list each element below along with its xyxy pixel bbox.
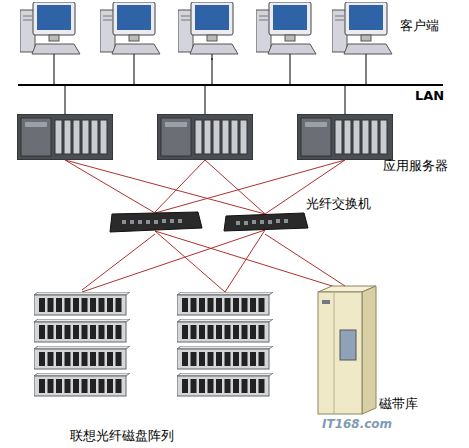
fibre-link: [82, 230, 265, 292]
tape-library: 磁带库: [315, 286, 378, 415]
switch-port: [130, 220, 134, 224]
lan-drop: [345, 85, 346, 114]
disk-unit: [34, 319, 130, 342]
switch-port: [244, 221, 248, 225]
fibre-link: [65, 160, 265, 214]
application-server: [17, 114, 113, 160]
disk-unit: [177, 292, 273, 315]
switch-ports: [122, 219, 182, 224]
server-group: 应用服务器: [15, 114, 395, 160]
tape-cabinet-side: [362, 286, 376, 414]
tape-window: [340, 330, 356, 360]
group-label: LAN: [415, 88, 444, 103]
disk-unit: [34, 292, 130, 315]
fibre-links: [65, 160, 345, 292]
disk-unit: [34, 373, 130, 396]
client-pc: [332, 2, 392, 54]
lan-drop: [212, 54, 213, 60]
network-link: [212, 58, 213, 84]
client-pc: [178, 2, 238, 54]
switch-port: [252, 220, 256, 224]
fibre-switch: [224, 213, 308, 231]
switch-port: [236, 221, 240, 225]
switch-port: [268, 220, 272, 224]
disk-unit: [34, 346, 130, 369]
cabinet-seam: [334, 292, 335, 414]
network-link: [155, 160, 205, 212]
lan-drop: [65, 85, 66, 114]
tape-cabinet-front: [318, 292, 362, 414]
lan-drop: [134, 54, 135, 85]
disk-unit: [177, 319, 273, 342]
network-link: [205, 86, 206, 114]
group-label: 客户端: [400, 18, 439, 33]
client-pc: [256, 2, 316, 54]
switch-ports: [236, 219, 288, 225]
client-pc: [100, 2, 160, 54]
fibre-switch: [110, 212, 202, 232]
lan-bus: LAN: [18, 84, 443, 86]
fibre-link: [65, 160, 155, 213]
disk-unit: [177, 373, 273, 396]
group-label: 磁带库: [379, 396, 418, 411]
switch-port: [138, 220, 142, 224]
application-server: [157, 114, 253, 160]
fibre-link: [205, 160, 265, 214]
fibre-link: [155, 231, 225, 292]
fibre-link: [225, 230, 265, 292]
network-link: [265, 234, 345, 286]
watermark: IT168.com: [322, 417, 392, 431]
disk-unit: [177, 346, 273, 369]
lan-drop: [290, 54, 291, 85]
switch-port: [154, 220, 158, 224]
lan-drop: [54, 54, 55, 85]
fibre-link: [155, 231, 345, 290]
switch-port: [284, 219, 288, 223]
client-pc: [20, 2, 80, 54]
client-group: 客户端: [15, 2, 395, 58]
switch-port: [178, 219, 182, 223]
network-link: [82, 234, 155, 290]
lan-drop: [366, 54, 367, 85]
switch-port: [276, 219, 280, 223]
switch-group: 光纤交换机: [108, 212, 310, 234]
switch-port: [162, 219, 166, 223]
disk-array-group: 联想光纤磁盘阵列: [30, 290, 278, 400]
group-label: 联想光纤磁盘阵列: [70, 428, 174, 443]
tape-slot: [322, 300, 330, 304]
switch-port: [260, 220, 264, 224]
switch-port: [146, 220, 150, 224]
switch-port: [122, 220, 126, 224]
group-label: 光纤交换机: [306, 196, 371, 211]
application-server: [297, 114, 393, 160]
group-label: 应用服务器: [383, 158, 448, 173]
switch-port: [170, 219, 174, 223]
